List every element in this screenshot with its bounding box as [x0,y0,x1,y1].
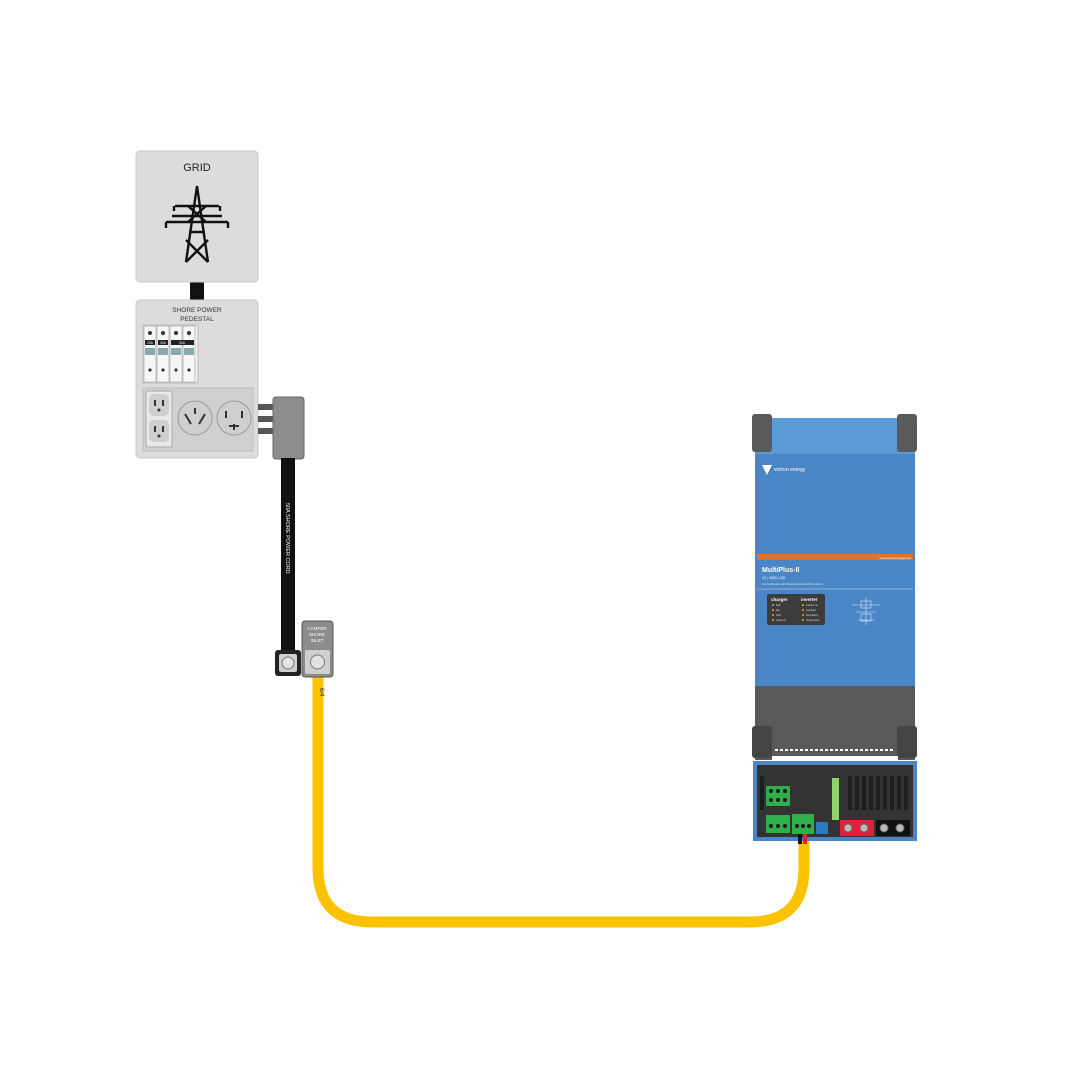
model-specs: 12 | 3000 | 120 [762,576,785,580]
inverter-item-2: overload [806,609,816,612]
dc-positive-terminal-icon [840,820,874,836]
charger-item-4: mains on [776,619,787,622]
breaker-label-30a: 30A [160,341,167,345]
inlet-label-line3: INLET [311,638,324,643]
inverter-title: inverter [801,597,818,602]
vent-slots [760,776,908,810]
grid-label: GRID [183,162,211,174]
multiplus-inverter: victron energy www.victronenergy.com Mul… [752,414,917,844]
inlet-label-line2: SHORE [309,632,325,637]
power-tower-icon [164,185,230,263]
inlet-socket-icon [305,650,330,674]
breaker-panel: 20A 30A 50A [142,324,199,384]
charger-item-2: abs [776,609,781,612]
grid-box: GRID [135,150,259,283]
charger-title: charger [771,597,788,602]
grid-to-pedestal-wire [190,281,204,301]
ac-cable-label: 6/4 [318,688,324,697]
inlet-label-line1: CAMPER [307,626,327,631]
website: www.victronenergy.com [880,556,912,560]
shore-power-cord [281,458,295,654]
pedestal-label-line1: SHORE POWER [172,307,222,314]
brand-name: victron energy [774,467,806,473]
duplex-outlet-icon [145,390,173,448]
pedestal-label-line2: PEDESTAL [180,316,214,323]
camper-shore-inlet: CAMPER SHORE INLET [301,620,334,678]
inverter-item-4: temperature [806,619,820,622]
wiring-schematic-icon [852,598,880,625]
breaker-label-50a: 50A [179,341,186,345]
terminal-block-icon [766,778,839,834]
victron-logo-icon [762,465,772,475]
accent-band [757,554,913,560]
shore-power-pedestal: SHORE POWER PEDESTAL 20 [135,299,259,459]
model-small-print: Inverter/charger with PowerAssist and ES… [762,582,823,586]
charger-item-1: bulk [776,604,781,607]
breaker-label-20a: 20A [147,341,154,345]
cord-connector [275,650,301,676]
charger-item-3: float [776,614,781,617]
breaker-icon [143,325,196,383]
round-receptacle-icon [177,400,252,436]
led-panel: charger inverter bulk abs float mains on… [767,594,825,625]
inverter-item-1: inverter on [806,604,818,607]
inverter-item-3: low battery [806,614,819,617]
dc-negative-terminal-icon [876,820,910,836]
shore-plug [258,396,305,460]
ac-cable [312,672,810,928]
model-name: MultiPlus-II [762,567,799,574]
cord-label: 50A SHORE POWER CORD [284,503,290,574]
